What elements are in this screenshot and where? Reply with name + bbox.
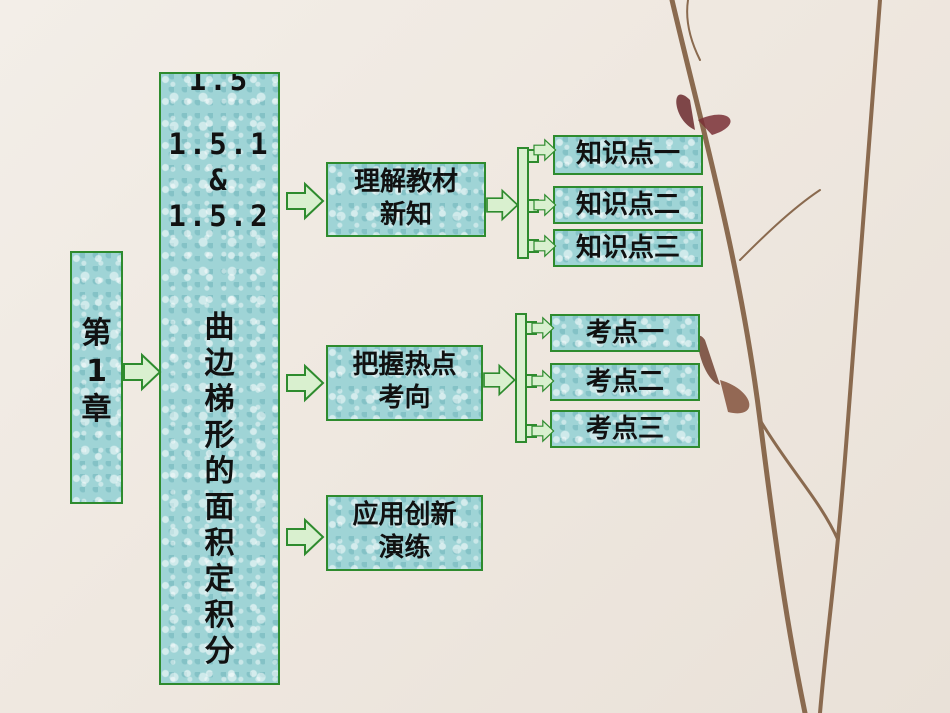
leaf-exam-point-3[interactable]: 考点三 (550, 410, 700, 448)
leaf-label: 知识点三 (575, 233, 680, 263)
section-title-char: 积 (204, 526, 235, 561)
section-number-1: 1.5 (188, 72, 251, 97)
leaf-knowledge-point-1[interactable]: 知识点一 (553, 135, 703, 175)
bracket-bar (515, 313, 527, 443)
section-ampersand: & (209, 163, 230, 197)
branch-box-understand[interactable]: 理解教材 新知 (326, 162, 486, 237)
branch-label-line-1: 理解教材 (353, 167, 458, 197)
section-title-char: 边 (204, 346, 235, 381)
bracket-bar (517, 147, 529, 259)
leaf-label: 知识点一 (575, 139, 680, 169)
leaf-label: 考点三 (585, 414, 664, 444)
branch-box-practice[interactable]: 应用创新 演练 (326, 495, 483, 571)
branch-label-line-2: 考向 (378, 383, 431, 413)
branch-label-line-2: 新知 (379, 200, 432, 230)
chapter-label-line-1: 第 (81, 316, 112, 351)
arrow-right-icon (531, 420, 555, 442)
leaf-label: 知识点二 (575, 190, 680, 220)
leaf-label: 考点二 (585, 367, 664, 397)
section-title-char: 梯 (204, 382, 235, 417)
branch-label-line-2: 演练 (378, 533, 431, 563)
butterfly-top (676, 94, 731, 135)
section-title-char: 分 (204, 634, 235, 669)
leaf-knowledge-point-3[interactable]: 知识点三 (553, 229, 703, 267)
chapter-label-line-3: 章 (81, 392, 112, 427)
arrow-right-icon (286, 183, 324, 219)
section-number-3: 1.5.2 (168, 199, 271, 233)
section-number-2: 1.5.1 (168, 127, 271, 161)
section-title-char: 的 (204, 454, 235, 489)
butterfly-mid (697, 335, 750, 414)
section-title-char: 曲 (204, 310, 235, 345)
arrow-right-icon (483, 364, 516, 396)
branch-label-line-1: 把握热点 (352, 350, 457, 380)
section-title-char: 面 (204, 490, 235, 525)
branch-box-hotspot[interactable]: 把握热点 考向 (326, 345, 483, 421)
section-title-char: 形 (204, 418, 235, 453)
arrow-right-icon (531, 317, 555, 339)
section-title-char: 积 (204, 598, 235, 633)
chapter-label-line-2: 1 (86, 354, 107, 389)
section-box: 1.5 1.5.1 & 1.5.2 曲 边 梯 形 的 面 积 定 积 分 (159, 72, 280, 685)
arrow-right-icon (486, 189, 519, 221)
leaf-exam-point-1[interactable]: 考点一 (550, 314, 700, 352)
arrow-right-icon (123, 354, 161, 390)
arrow-right-icon (533, 235, 557, 257)
arrow-right-icon (286, 365, 324, 401)
section-title-char: 定 (204, 562, 235, 597)
arrow-right-icon (531, 370, 555, 392)
arrow-right-icon (286, 519, 324, 555)
chapter-box: 第 1 章 (70, 251, 123, 504)
leaf-label: 考点一 (585, 318, 664, 348)
leaf-exam-point-2[interactable]: 考点二 (550, 363, 700, 401)
branch-label-line-1: 应用创新 (352, 500, 457, 530)
